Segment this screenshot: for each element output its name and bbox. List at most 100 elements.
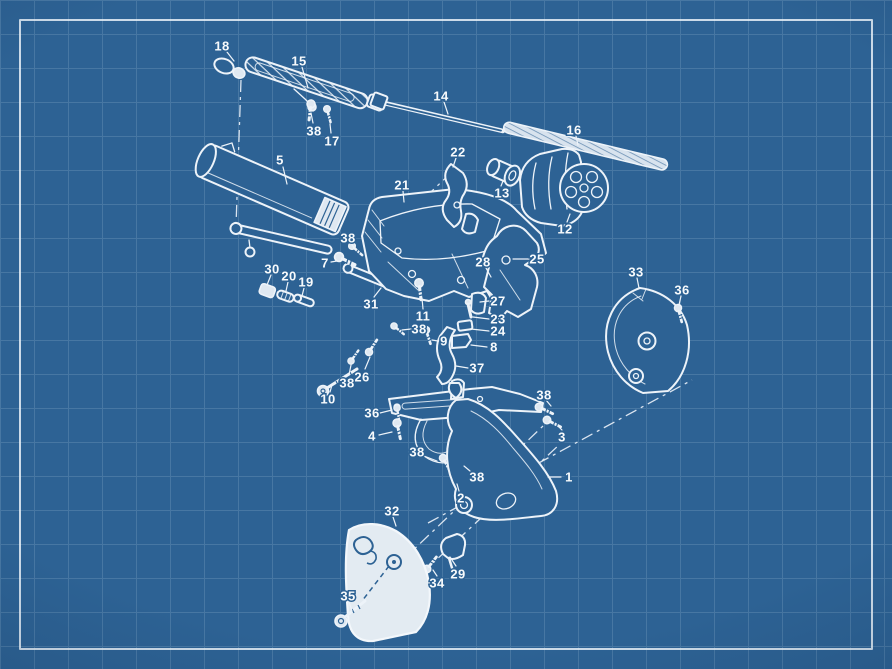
part-17-screw	[321, 103, 336, 125]
leader-line-31	[373, 287, 382, 298]
leader-line-38	[423, 455, 438, 462]
leader-lines	[226, 51, 682, 612]
leader-line-38	[348, 364, 352, 376]
leader-line-14	[443, 101, 449, 115]
part-label-38: 38	[411, 322, 426, 337]
part-label-5: 5	[276, 153, 284, 168]
part-label-35: 35	[340, 589, 355, 604]
leader-line-36	[678, 295, 682, 306]
leader-line-38	[401, 328, 412, 331]
leader-line-10	[329, 384, 333, 393]
part-37-trigger	[436, 326, 457, 385]
leader-line-11	[421, 297, 424, 310]
leader-line-33	[636, 277, 640, 289]
leader-line-37	[455, 365, 469, 369]
part-4-screw	[390, 416, 406, 441]
part-label-12: 12	[557, 222, 572, 237]
part-label-25: 25	[529, 252, 544, 267]
part-label-7: 7	[321, 256, 329, 271]
part-label-33: 33	[628, 265, 643, 280]
leader-line-35	[348, 601, 353, 612]
part-label-38: 38	[409, 445, 424, 460]
part-label-31: 31	[363, 297, 378, 312]
leader-line-15	[301, 66, 309, 89]
leader-line-27	[479, 300, 490, 303]
part-label-1: 1	[565, 470, 573, 485]
leader-line-38	[545, 399, 552, 407]
part-label-38: 38	[306, 124, 321, 139]
part-cylinder-pin-rod	[229, 221, 333, 258]
part-12-cylinder	[519, 147, 609, 227]
leader-line-5	[282, 166, 288, 185]
part-33-grip-panel-right	[605, 287, 690, 394]
part-26-screw	[362, 336, 382, 359]
part-label-38: 38	[469, 470, 484, 485]
leader-line-9	[431, 339, 439, 342]
part-38-screw-lower	[345, 347, 363, 367]
part-label-4: 4	[368, 429, 376, 444]
part-5-barrel	[194, 142, 350, 236]
border-frame	[19, 19, 873, 650]
part-label-36: 36	[674, 283, 689, 298]
part-23-pin	[464, 298, 473, 319]
part-label-16: 16	[566, 123, 581, 138]
leader-line-13	[500, 180, 504, 187]
leader-line-26	[364, 356, 371, 370]
part-label-23: 23	[490, 312, 505, 327]
part-29-bracket	[440, 533, 467, 570]
part-label-3: 3	[558, 430, 566, 445]
leader-line-18	[226, 51, 235, 62]
part-label-34: 34	[429, 576, 445, 591]
part-38-screw-right	[532, 400, 556, 419]
leader-line-12	[566, 213, 571, 223]
part-label-38: 38	[340, 231, 355, 246]
part-label-24: 24	[490, 324, 506, 339]
part-label-9: 9	[440, 334, 448, 349]
part-label-18: 18	[214, 39, 229, 54]
leader-line-24	[470, 328, 490, 332]
part-label-11: 11	[416, 309, 431, 324]
leader-line-28	[485, 267, 492, 278]
part-38-screw-mid	[388, 320, 408, 338]
part-14-ejector-rod	[369, 91, 506, 134]
part-label-29: 29	[450, 567, 465, 582]
leader-line-32	[392, 516, 397, 527]
part-24-pin	[456, 319, 474, 332]
part-label-26: 26	[354, 370, 369, 385]
part-13-cylinder-bushing	[486, 157, 522, 187]
part-label-38: 38	[339, 376, 354, 391]
part-16-ejector-spring	[502, 121, 669, 171]
part-1-backstrap	[446, 382, 559, 521]
part-label-8: 8	[490, 340, 498, 355]
part-30-cap	[258, 282, 277, 299]
leader-line-4	[378, 431, 393, 436]
part-label-10: 10	[320, 392, 335, 407]
part-label-27: 27	[490, 294, 505, 309]
part-label-15: 15	[291, 54, 306, 69]
leader-line-21	[402, 190, 405, 203]
part-label-14: 14	[433, 89, 449, 104]
part-20-spring	[276, 289, 295, 303]
part-label-36: 36	[364, 406, 379, 421]
part-label-28: 28	[475, 255, 490, 270]
part-label-19: 19	[298, 275, 313, 290]
part-25-hammer	[482, 224, 540, 320]
part-label-13: 13	[494, 186, 509, 201]
part-label-30: 30	[264, 262, 279, 277]
leader-line-36	[379, 409, 393, 414]
leader-line-29	[449, 556, 457, 567]
part-19-pin	[293, 293, 315, 308]
leader-line-20	[285, 281, 289, 292]
part-label-38: 38	[536, 388, 551, 403]
leader-line-7	[330, 260, 338, 263]
part-8-bolt	[451, 333, 472, 349]
part-18-base-pin-cap	[213, 57, 246, 79]
leader-line-16	[575, 135, 579, 146]
part-label-37: 37	[469, 361, 484, 376]
part-label-22: 22	[450, 145, 465, 160]
leader-line-3	[558, 426, 563, 431]
leader-line-2	[456, 483, 460, 492]
